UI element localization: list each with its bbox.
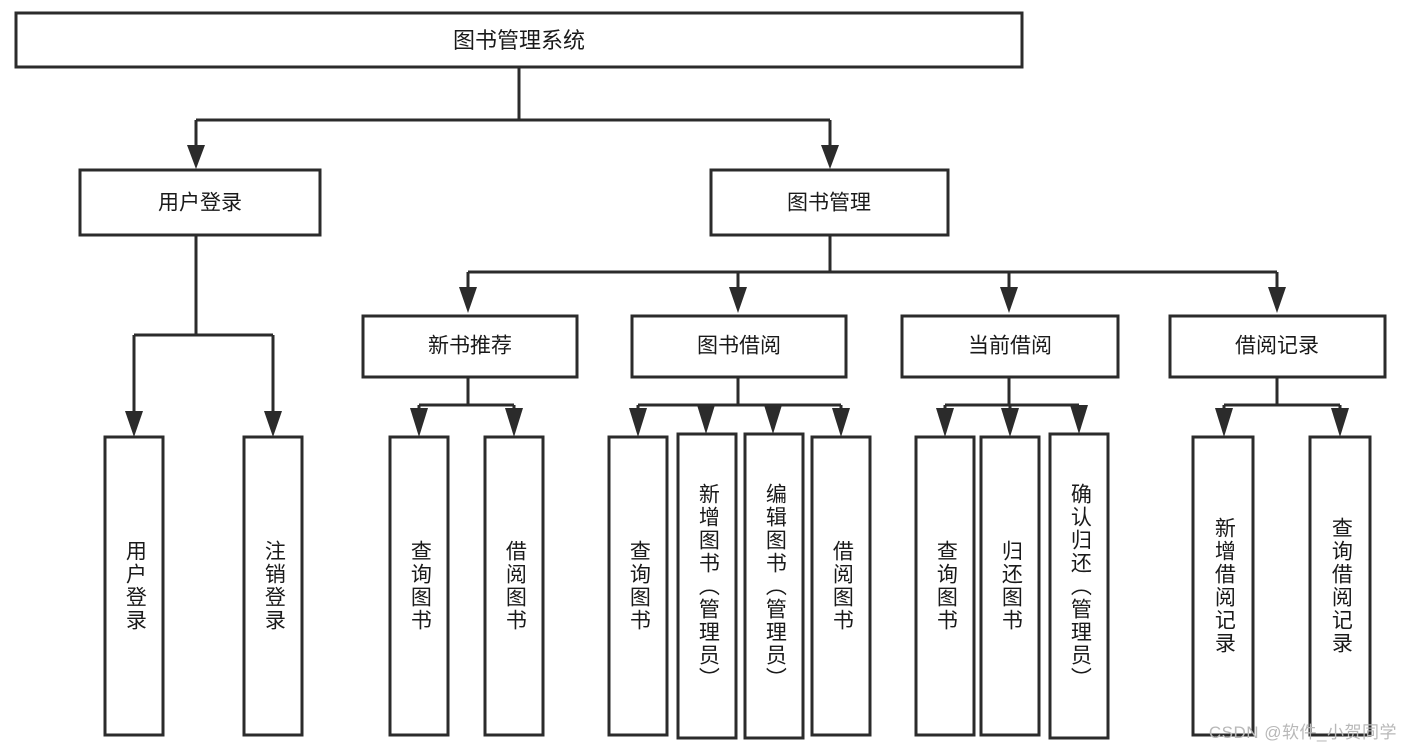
node-current-borrow[interactable]: 当前借阅 — [900, 314, 1120, 379]
leaf-box-return-book[interactable] — [979, 435, 1041, 737]
arrow-head-currentborrow — [1000, 287, 1018, 313]
node-box-book-borrow[interactable] — [630, 314, 848, 379]
connectors-root-level — [187, 67, 839, 169]
arrow-head-leaf-query-book-3 — [936, 408, 954, 437]
arrow-head-leaf-query-record — [1331, 408, 1349, 437]
leaf-box-borrow-book-1[interactable] — [483, 435, 545, 737]
connectors-borrowrecord-branch — [1215, 377, 1349, 437]
connectors-newbook-branch — [410, 377, 523, 437]
node-label-borrow-record: 借阅记录 — [1235, 335, 1319, 358]
arrow-head-bookborrow — [729, 287, 747, 313]
node-box-borrow-record[interactable] — [1168, 314, 1387, 379]
arrow-head-leaf-borrow-book-2 — [832, 408, 850, 437]
arrow-head-leaf-borrow-book-1 — [505, 408, 523, 437]
node-root[interactable]: 图书管理系统 — [14, 11, 1024, 69]
node-box-book-management[interactable] — [709, 168, 950, 237]
arrow-head-leaf-query-book-1 — [410, 408, 428, 437]
csdn-watermark: CSDN @软件_小贺同学 — [1208, 723, 1397, 742]
arrow-head-leaf-return-book — [1001, 408, 1019, 437]
node-box-root[interactable] — [14, 11, 1024, 69]
arrow-head-leaf-add-book — [697, 405, 715, 434]
leaf-box-query-record[interactable] — [1308, 435, 1372, 737]
leaf-box-query-book-3[interactable] — [914, 435, 976, 737]
leaf-box-add-record[interactable] — [1191, 435, 1255, 737]
node-box-user-login[interactable] — [78, 168, 322, 237]
node-book-borrow[interactable]: 图书借阅 — [630, 314, 848, 379]
connectors-currentborrow-branch — [936, 377, 1088, 437]
node-box-new-book-recommend[interactable] — [361, 314, 579, 379]
node-user-login[interactable]: 用户登录 — [78, 168, 322, 237]
arrow-head-borrowrecord — [1268, 287, 1286, 313]
node-label-user-login: 用户登录 — [158, 192, 242, 215]
leaf-boxes — [103, 432, 1372, 740]
leaf-box-add-book[interactable] — [676, 432, 738, 740]
node-label-root: 图书管理系统 — [453, 28, 585, 53]
connectors-bookborrow-branch — [629, 377, 850, 437]
arrow-head-userlogin — [187, 145, 205, 169]
arrow-head-leaf-logout — [264, 411, 282, 437]
arrow-head-leaf-query-book-2 — [629, 408, 647, 437]
connectors-userlogin-branch — [125, 235, 282, 437]
leaf-box-query-book-2[interactable] — [607, 435, 669, 737]
leaf-box-query-book-1[interactable] — [388, 435, 450, 737]
leaf-box-logout[interactable] — [242, 435, 304, 737]
node-new-book-recommend[interactable]: 新书推荐 — [361, 314, 579, 379]
node-label-book-borrow: 图书借阅 — [697, 335, 781, 358]
node-book-management[interactable]: 图书管理 — [709, 168, 950, 237]
arrow-head-leaf-edit-book — [764, 405, 782, 434]
arrow-head-leaf-confirm-return — [1070, 405, 1088, 434]
arrow-head-bookmgmt — [821, 145, 839, 169]
leaf-box-confirm-return[interactable] — [1048, 432, 1110, 740]
arrow-head-newbook — [459, 287, 477, 313]
node-borrow-record[interactable]: 借阅记录 — [1168, 314, 1387, 379]
node-label-book-management: 图书管理 — [787, 192, 871, 215]
leaf-box-borrow-book-2[interactable] — [810, 435, 872, 737]
node-label-new-book-recommend: 新书推荐 — [428, 335, 512, 358]
arrow-head-leaf-add-record — [1215, 408, 1233, 437]
connectors-bookmgmt-branch — [459, 235, 1286, 313]
node-label-current-borrow: 当前借阅 — [968, 335, 1052, 358]
leaf-box-edit-book[interactable] — [743, 432, 805, 740]
leaf-box-user-login[interactable] — [103, 435, 165, 737]
node-box-current-borrow[interactable] — [900, 314, 1120, 379]
arrow-head-leaf-user-login — [125, 411, 143, 437]
